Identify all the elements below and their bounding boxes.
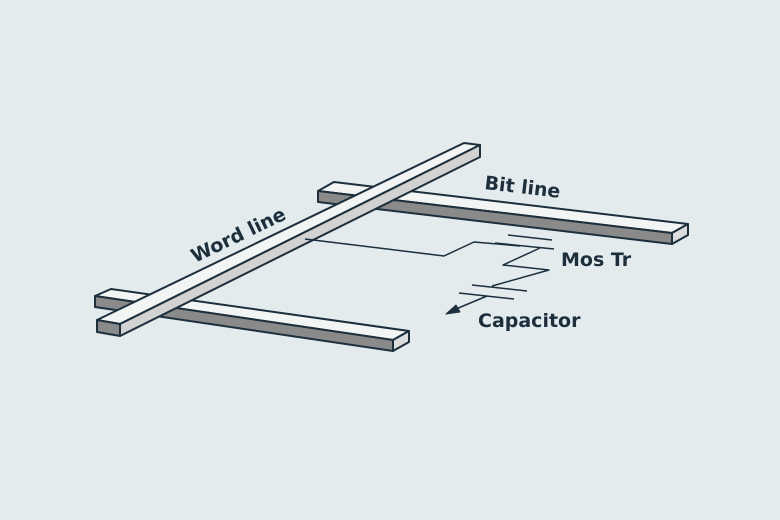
gate-wire bbox=[304, 238, 521, 257]
word-line-bar bbox=[96, 142, 481, 337]
capacitor-label: Capacitor bbox=[478, 310, 581, 332]
word-line-bar-top bbox=[96, 142, 481, 325]
mos-transistor-plate-top bbox=[507, 234, 553, 241]
bit-line-bar bbox=[317, 181, 689, 245]
mos-transistor-plate-bottom bbox=[494, 242, 555, 250]
source-wire bbox=[491, 247, 550, 287]
circuit-wires bbox=[304, 234, 555, 310]
bit-line-bar-end bbox=[671, 223, 689, 245]
word-line-bar-side bbox=[119, 144, 481, 337]
capacitor-plate-top bbox=[471, 284, 528, 292]
ground-lead bbox=[455, 295, 488, 310]
word-line-bar-end bbox=[96, 319, 121, 337]
ground-arrow-icon bbox=[445, 304, 461, 315]
bit-line-label: Bit line bbox=[483, 172, 561, 203]
mos-tr-label: Mos Tr bbox=[561, 249, 632, 271]
front-line-bar-end bbox=[392, 330, 410, 352]
